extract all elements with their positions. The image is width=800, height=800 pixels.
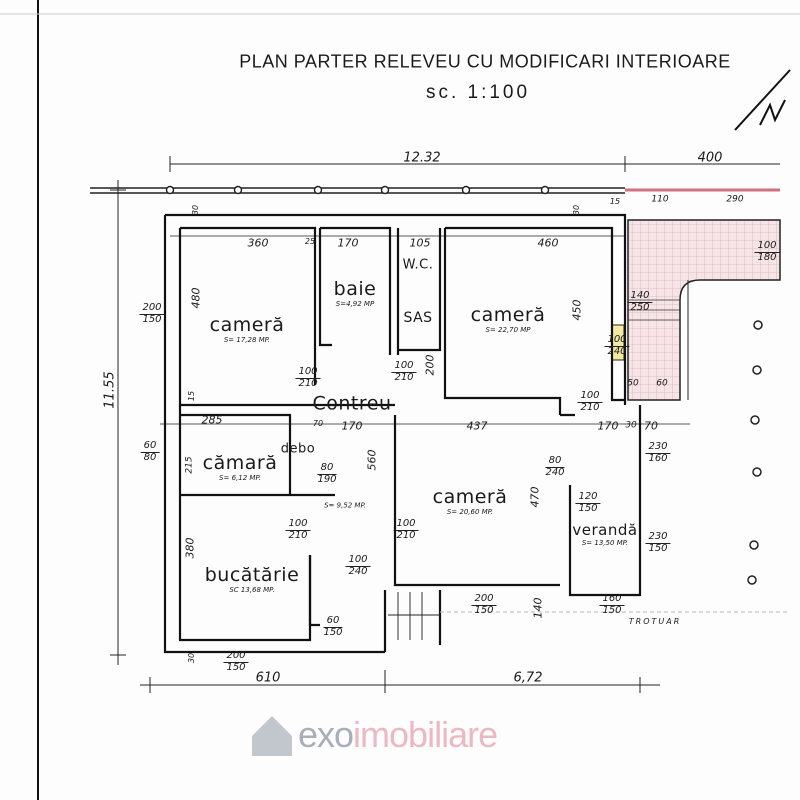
fence	[90, 185, 780, 195]
dimension: 560	[365, 449, 379, 471]
watermark: exoimobiliare	[250, 712, 498, 758]
watermark-brand-b: imobiliare	[353, 714, 498, 755]
street-label: TROTUAR	[628, 617, 682, 626]
dimension: 470	[528, 486, 542, 508]
terrace	[611, 219, 781, 401]
dimension: 380	[183, 537, 197, 559]
dim-terrace-width: 400	[697, 150, 723, 166]
tree-icons	[747, 320, 763, 585]
room-contreu: Contreu	[312, 392, 392, 415]
dim-overall-height: 11.55	[102, 371, 118, 409]
dimension: 30	[187, 652, 196, 664]
dim-bottom-left: 610	[255, 670, 281, 686]
dimension: 460	[537, 236, 559, 250]
dimension: 25	[304, 237, 316, 246]
dimension: 105	[409, 236, 431, 250]
dim-bottom-right: 6,72	[513, 670, 543, 686]
dimension: 30	[191, 204, 200, 216]
dimension: 15	[187, 390, 196, 402]
dimension: 480	[189, 287, 203, 309]
dimension: 50	[627, 378, 639, 389]
dimension: 30	[625, 420, 637, 431]
dimension: 140	[531, 597, 545, 619]
walls	[163, 213, 642, 654]
dimension: 170	[341, 419, 363, 433]
dimension: 215	[184, 456, 195, 474]
dimension: 285	[201, 413, 223, 427]
dimension: 290	[726, 194, 744, 205]
stairs	[388, 592, 440, 640]
dimension: 70	[312, 419, 324, 428]
house-logo-icon	[252, 716, 292, 756]
dimension: 360	[247, 236, 269, 250]
dimension: 450	[570, 299, 584, 321]
dimension: 110	[651, 194, 669, 205]
plan-title: PLAN PARTER RELEVEU CU MODIFICARI INTERI…	[239, 51, 731, 72]
room-wc: W.C.	[402, 257, 434, 273]
dimension: 200	[423, 354, 437, 376]
dimension: 15	[609, 197, 621, 206]
dimension: 170	[337, 236, 359, 250]
room-debo: debo	[280, 441, 316, 457]
dimension: 437	[466, 419, 488, 433]
plan-scale: sc. 1:100	[425, 82, 531, 103]
dimension: 60	[656, 378, 668, 389]
north-arrow-icon	[734, 69, 791, 131]
watermark-brand-a: exo	[298, 714, 354, 755]
dimension: 70	[644, 419, 658, 433]
room-sas: SAS	[403, 310, 433, 326]
dimension: 30	[572, 204, 581, 216]
dim-overall-width: 12.32	[403, 150, 441, 166]
room-hall: S= 9,52 MP.	[324, 501, 366, 510]
dimension: 170	[597, 419, 619, 433]
